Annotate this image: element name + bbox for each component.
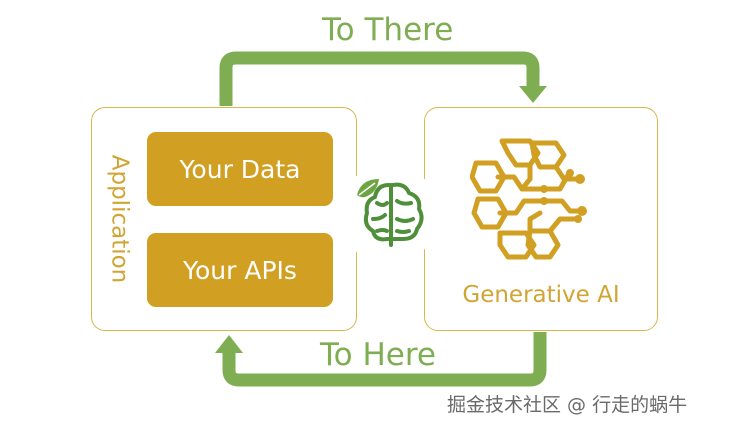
generative-ai-label: Generative AI <box>462 282 620 308</box>
application-panel: Application Your Data Your APIs <box>91 107 357 331</box>
your-apis-box: Your APIs <box>147 233 333 307</box>
to-there-arrowhead <box>519 86 547 103</box>
watermark-text: 掘金技术社区 @ 行走的蜗牛 <box>447 394 688 416</box>
to-there-arrow <box>219 51 540 106</box>
circuit-brain-icon <box>470 138 587 260</box>
to-here-label: To Here <box>320 337 437 373</box>
to-here-arrowhead <box>215 335 243 353</box>
leaf-brain-icon <box>357 179 424 247</box>
your-data-box: Your Data <box>147 132 333 206</box>
to-there-label: To There <box>322 12 454 48</box>
application-label-wrapper: Application <box>92 108 146 330</box>
to-here-arrow <box>222 332 547 387</box>
application-label: Application <box>106 154 133 284</box>
